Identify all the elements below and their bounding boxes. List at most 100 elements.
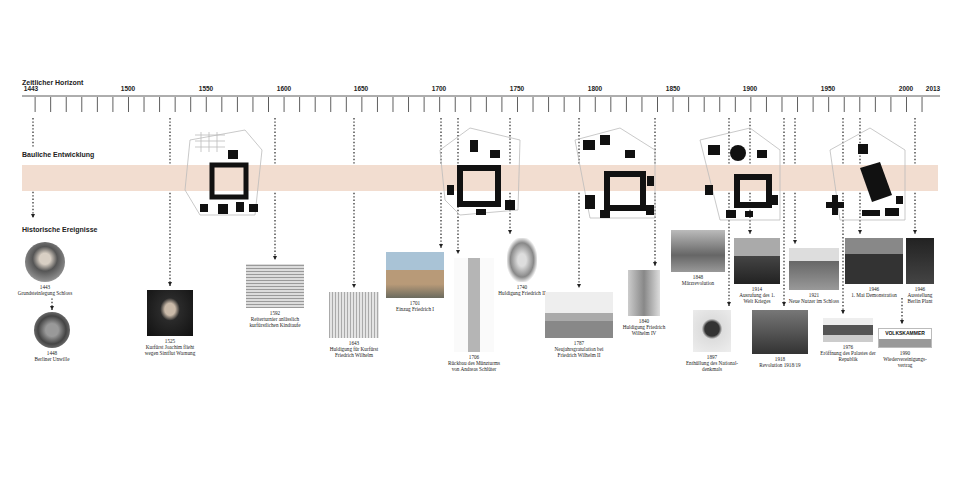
leader-line — [353, 118, 354, 288]
event-photo — [823, 318, 873, 342]
event-photo — [507, 238, 537, 282]
event-year: 1976 — [820, 344, 876, 350]
event-node: 19461. Mai Demonstration — [845, 238, 903, 298]
time-axis — [22, 96, 940, 97]
event-year: 1706 — [445, 354, 503, 360]
event-caption: Eröffnung des Palastes der Republik — [820, 350, 876, 362]
plan-block — [862, 210, 880, 216]
plan-building — [737, 177, 769, 205]
event-year: 1840 — [619, 318, 669, 324]
event-node: 1448Berliner Unwille — [27, 312, 77, 362]
event-caption: Wiedervereinigungs- vertrag — [877, 356, 933, 368]
event-photo — [246, 264, 304, 308]
plan-block — [730, 145, 746, 161]
year-tick-label: 1550 — [199, 86, 213, 93]
event-caption: Neujahrsgratulation bei Friedrich Wilhel… — [545, 346, 613, 358]
year-tick-label: 1500 — [121, 86, 135, 93]
event-caption: Grundsteinlegung Schloss — [13, 290, 77, 296]
event-node: 1443Grundsteinlegung Schloss — [13, 242, 77, 296]
year-tick-label: 1950 — [821, 86, 835, 93]
plan-block — [896, 196, 903, 204]
year-tick-label: 1850 — [666, 86, 680, 93]
event-node: 1976Eröffnung des Palastes der Republik — [820, 318, 876, 363]
event-photo — [545, 292, 613, 338]
event-year: 1897 — [685, 354, 739, 360]
event-photo — [693, 310, 731, 352]
event-photo — [628, 270, 660, 316]
event-node: 1840Huldigung Friedrich Wilhelm IV — [619, 270, 669, 337]
year-tick-label: 2000 — [899, 86, 913, 93]
event-node: 1946Ausstellung Berlin Plant — [902, 238, 938, 305]
event-photo — [752, 310, 808, 354]
leader-line — [842, 118, 843, 314]
event-node: 1897Enthüllung des National- denkmals — [685, 310, 739, 373]
event-node: 1921Neue Nutzer im Schloss — [787, 248, 841, 304]
event-photo — [671, 230, 725, 272]
plan-block — [726, 210, 736, 218]
plan-block — [647, 176, 654, 186]
leader-line — [901, 298, 902, 324]
plan-block — [826, 202, 844, 208]
event-photo — [147, 290, 193, 336]
event-photo — [789, 248, 839, 290]
plan-block — [447, 185, 454, 195]
leader-line — [169, 118, 170, 286]
plan-block — [708, 145, 720, 155]
event-node: 1848Märzrevolution — [671, 230, 725, 286]
event-year: 1990 — [877, 350, 933, 356]
event-photo — [454, 258, 494, 352]
plan-outline — [440, 128, 520, 215]
plan-block — [745, 211, 753, 217]
event-year: 1443 — [13, 284, 77, 290]
plan-block — [885, 208, 899, 216]
event-year: 1914 — [734, 286, 780, 292]
year-tick-label: 1750 — [510, 86, 524, 93]
event-year: 1525 — [144, 338, 196, 344]
plan-block — [200, 204, 208, 212]
plan-outline — [185, 130, 262, 215]
plan-block — [505, 200, 515, 210]
event-connector — [51, 298, 52, 310]
plan-block — [583, 140, 595, 150]
event-caption: Revolution 1918/19 — [752, 362, 808, 368]
year-tick-label: 1800 — [588, 86, 602, 93]
plan-block — [585, 195, 595, 209]
event-photo — [734, 238, 780, 284]
year-tick-label: 1900 — [743, 86, 757, 93]
year-tick-label: 2013 — [926, 86, 940, 93]
plan-outline — [575, 128, 655, 218]
plan-building — [460, 168, 498, 204]
event-year: 1921 — [787, 292, 841, 298]
event-node: 1914Ausrufung des 1. Welt Krieges — [734, 238, 780, 305]
plan-block — [476, 209, 486, 215]
event-photo — [329, 292, 379, 338]
plan-outline — [700, 128, 780, 220]
event-node: 1706Rückbau des Münzturms von Andreas Sc… — [445, 258, 503, 373]
event-node: 1592Reiterturnier anlässlich kurfürstlic… — [242, 264, 308, 329]
plan-block — [236, 202, 244, 212]
section-label: Zeitlicher Horizont — [22, 79, 83, 86]
event-year: 1946 — [902, 286, 938, 292]
event-year: 1592 — [242, 310, 308, 316]
plan-block — [470, 140, 478, 152]
axis-ticks — [30, 97, 936, 113]
plan-block — [490, 150, 500, 158]
event-photo — [845, 238, 903, 284]
event-node: 1525Kurfürst Joachim flieht wegen Sintfl… — [144, 290, 196, 357]
plan-block — [757, 150, 767, 158]
event-photo — [386, 252, 444, 298]
plan-block — [646, 205, 654, 215]
event-year: 1848 — [671, 274, 725, 280]
plan-block — [600, 135, 610, 145]
plan-block — [625, 150, 635, 158]
year-tick-label: 1650 — [354, 86, 368, 93]
plan-grid — [195, 132, 225, 152]
event-photo — [906, 238, 934, 284]
plan-building — [607, 174, 643, 208]
event-caption: Ausrufung des 1. Welt Krieges — [734, 292, 780, 304]
event-caption: Huldigung Friedrich II — [494, 290, 550, 296]
event-caption: Märzrevolution — [671, 280, 725, 286]
plan-block — [768, 195, 778, 205]
year-tick-label: 1700 — [432, 86, 446, 93]
